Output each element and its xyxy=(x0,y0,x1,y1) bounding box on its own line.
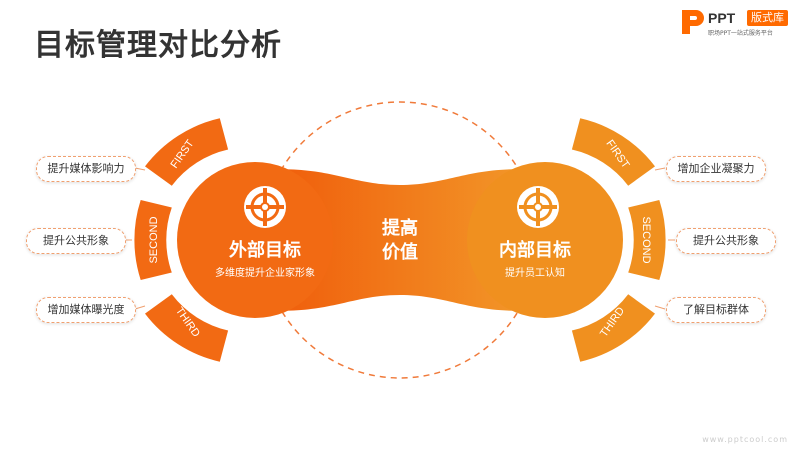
left-connector-first xyxy=(134,167,146,171)
right-segment-third xyxy=(571,294,655,362)
left-item-3: 增加媒体曝光度 xyxy=(36,297,136,323)
connector-body xyxy=(260,169,540,311)
left-segment-second xyxy=(134,200,172,280)
left-target-icon xyxy=(244,186,286,228)
right-segment-first xyxy=(571,118,655,186)
left-item-1: 提升媒体影响力 xyxy=(36,156,136,182)
center-label-line2: 价值 xyxy=(382,242,418,263)
brand-logo: PPT 版式库 职场PPT一站式服务平台 xyxy=(680,8,795,38)
left-node-circle xyxy=(177,162,333,318)
left-item-2: 提升公共形象 xyxy=(26,228,126,254)
right-segment-second xyxy=(628,200,666,280)
right-connector-third xyxy=(654,305,666,310)
right-target-icon xyxy=(517,186,559,228)
center-label-line1: 提高 xyxy=(382,218,418,239)
logo-brand-text: PPT xyxy=(708,10,736,26)
right-segment-label-second: SECOND xyxy=(640,216,652,263)
logo-tagline: 职场PPT一站式服务平台 xyxy=(708,30,773,37)
logo-badge: 版式库 xyxy=(747,10,788,26)
left-segment-label-second: SECOND xyxy=(148,216,160,263)
right-item-2: 提升公共形象 xyxy=(676,228,776,254)
left-segment-third xyxy=(145,294,229,362)
left-node-subtitle: 多维度提升企业家形象 xyxy=(215,268,315,279)
left-node-title: 外部目标 xyxy=(229,240,301,261)
right-connector-first xyxy=(654,167,666,171)
right-node-title: 内部目标 xyxy=(499,240,571,261)
page-title: 目标管理对比分析 xyxy=(34,28,282,63)
right-item-1: 增加企业凝聚力 xyxy=(666,156,766,182)
right-node-circle xyxy=(467,162,623,318)
left-segment-first xyxy=(145,118,229,186)
logo-p-icon xyxy=(682,10,704,34)
right-node-subtitle: 提升员工认知 xyxy=(505,268,565,279)
left-connector-third xyxy=(134,305,146,310)
right-item-3: 了解目标群体 xyxy=(666,297,766,323)
watermark: www.pptcool.com xyxy=(702,435,788,444)
